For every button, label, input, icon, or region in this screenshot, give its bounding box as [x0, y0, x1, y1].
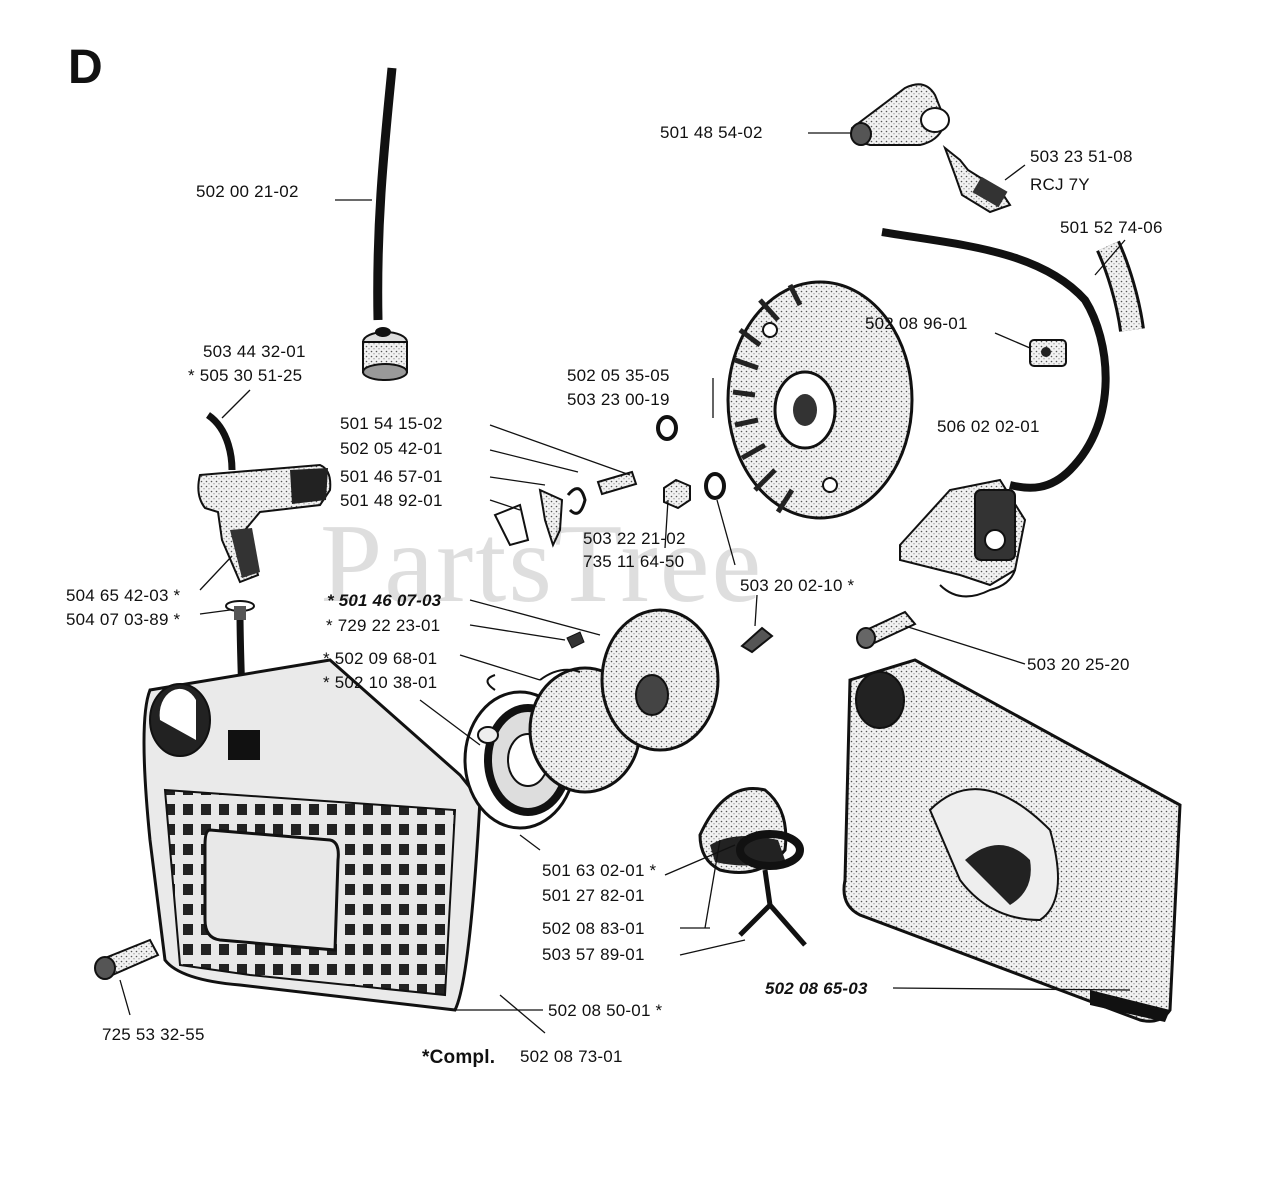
- part-label[interactable]: 501 54 15-02: [340, 414, 443, 433]
- compl-label: *Compl.: [422, 1047, 496, 1068]
- part-label[interactable]: 503 22 21-02: [583, 529, 686, 548]
- washer-2: [704, 472, 726, 500]
- part-label[interactable]: 506 02 02-01: [937, 417, 1040, 436]
- part-label[interactable]: 502 08 73-01: [520, 1047, 623, 1066]
- part-label[interactable]: 735 11 64-50: [583, 552, 685, 571]
- starter-rope: [205, 412, 236, 471]
- part-label[interactable]: 501 52 74-06: [1060, 218, 1163, 237]
- part-label[interactable]: 501 27 82-01: [542, 886, 645, 905]
- part-label[interactable]: 502 08 96-01: [865, 314, 968, 333]
- washer-1: [656, 415, 678, 441]
- ignition-module: [899, 478, 1027, 598]
- part-label[interactable]: * 502 09 68-01: [323, 649, 438, 668]
- clamp-part: [1029, 339, 1067, 367]
- screw-729: [566, 631, 585, 649]
- part-label[interactable]: * 505 30 51-25: [188, 366, 303, 385]
- section-letter: D: [68, 41, 103, 94]
- screw-503-20-02: [740, 626, 774, 654]
- part-label[interactable]: 725 53 32-55: [102, 1025, 205, 1044]
- spark-plug-boot: [850, 83, 950, 146]
- fuel-cap-seal: [736, 830, 804, 870]
- starter-housing: [142, 658, 482, 1012]
- flywheel: [726, 280, 914, 520]
- part-label[interactable]: 502 00 21-02: [196, 182, 299, 201]
- part-label[interactable]: 503 23 51-08: [1030, 147, 1133, 166]
- cylinder-cover: [842, 658, 1182, 1023]
- part-label[interactable]: 503 57 89-01: [542, 945, 645, 964]
- part-note: RCJ 7Y: [1030, 175, 1090, 194]
- part-label-kit[interactable]: * 501 46 07-03: [327, 591, 442, 610]
- fuel-cap-strap: [738, 869, 807, 947]
- screw-725: [94, 938, 160, 980]
- part-label[interactable]: 502 08 83-01: [542, 919, 645, 938]
- part-label-cover[interactable]: 502 08 65-03: [765, 979, 868, 998]
- rope-guide: [225, 600, 255, 620]
- leader-lines: [119, 132, 1131, 1034]
- part-label[interactable]: 504 07 03-89 *: [66, 610, 181, 629]
- part-label[interactable]: 502 05 35-05: [567, 366, 670, 385]
- part-label[interactable]: 501 48 92-01: [340, 491, 443, 510]
- part-label[interactable]: 501 48 54-02: [660, 123, 763, 142]
- part-label[interactable]: 503 20 25-20: [1027, 655, 1130, 674]
- spark-plug: [942, 144, 1012, 214]
- flywheel-nut: [663, 478, 691, 510]
- screw-503-20-25: [856, 610, 917, 649]
- part-label[interactable]: 502 08 50-01 *: [548, 1001, 663, 1020]
- starter-handle: [197, 463, 332, 584]
- watermark: PartsTree: [320, 502, 764, 626]
- part-label[interactable]: 501 63 02-01 *: [542, 861, 657, 880]
- part-label[interactable]: 504 65 42-03 *: [66, 586, 181, 605]
- part-label[interactable]: 501 46 57-01: [340, 467, 443, 486]
- fuel-filter: [362, 327, 408, 381]
- part-label[interactable]: * 502 10 38-01: [323, 673, 438, 692]
- part-label[interactable]: 503 20 02-10 *: [740, 576, 855, 595]
- part-label[interactable]: 503 44 32-01: [203, 342, 306, 361]
- part-label[interactable]: * 729 22 23-01: [326, 616, 441, 635]
- part-label[interactable]: 503 23 00-19: [567, 390, 670, 409]
- starter-pawl: [493, 470, 638, 548]
- ignition-lead: [881, 228, 1110, 492]
- fuel-line-tube: [373, 67, 397, 321]
- part-label[interactable]: 502 05 42-01: [340, 439, 443, 458]
- starter-pulley-cup: [600, 608, 720, 752]
